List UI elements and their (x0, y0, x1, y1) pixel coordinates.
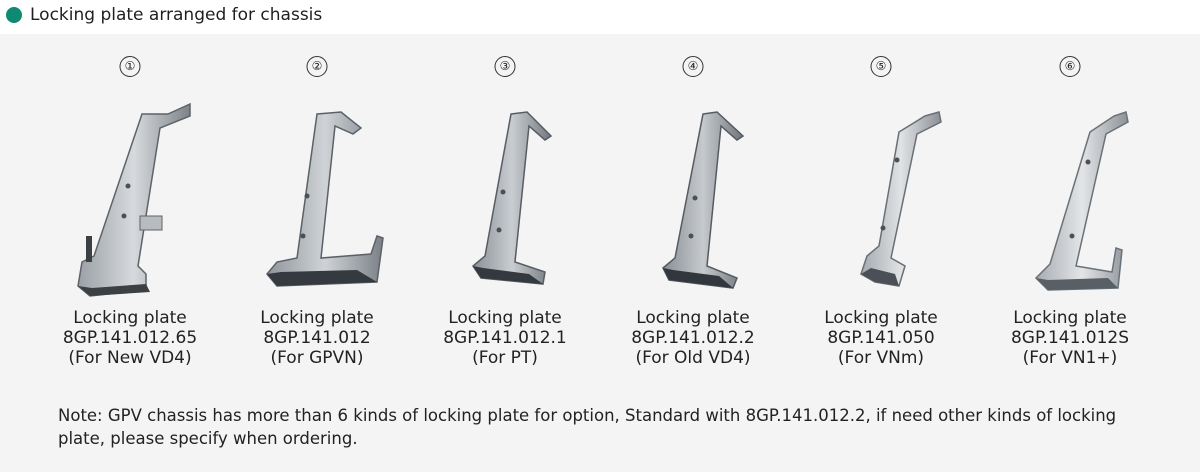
item-usage: (For VN1+) (1022, 348, 1118, 368)
item-caption: Locking plate 8GP.141.012 (For GPVN) (222, 308, 412, 368)
item-caption: Locking plate 8GP.141.050 (For VNm) (786, 308, 976, 368)
item-name: Locking plate (1013, 308, 1127, 328)
item-code: 8GP.141.012.1 (443, 328, 567, 348)
item-caption: Locking plate 8GP.141.012.1 (For PT) (410, 308, 600, 368)
item-name: Locking plate (260, 308, 374, 328)
locking-plate-icon (266, 111, 384, 287)
item-number: ② (306, 56, 328, 77)
item-usage: (For Old VD4) (635, 348, 751, 368)
product-panel: ① Locking plate 8GP.141.012.65 (For New … (0, 34, 1200, 472)
locking-plate-icon (860, 111, 942, 287)
section-header: Locking plate arranged for chassis (0, 0, 1200, 30)
item-number: ⑥ (1059, 56, 1081, 77)
item-code: 8GP.141.050 (827, 328, 935, 348)
product-item-6: ⑥ Locking plate 8GP.141.012S (For VN1+) (975, 52, 1165, 382)
item-caption: Locking plate 8GP.141.012S (For VN1+) (975, 308, 1165, 368)
product-item-4: ④ Locking plate 8GP.141.012.2 (For Old V… (598, 52, 788, 382)
item-usage: (For GPVN) (270, 348, 364, 368)
ordering-note: Note: GPV chassis has more than 6 kinds … (58, 406, 1117, 448)
item-code: 8GP.141.012.65 (62, 328, 198, 348)
locking-plate-icon (1034, 111, 1129, 291)
item-name: Locking plate (448, 308, 562, 328)
item-usage: (For New VD4) (68, 348, 192, 368)
item-name: Locking plate (636, 308, 750, 328)
item-name: Locking plate (824, 308, 938, 328)
item-number: ⑤ (870, 56, 892, 77)
item-name: Locking plate (73, 308, 187, 328)
item-usage: (For VNm) (837, 348, 925, 368)
item-number: ④ (682, 56, 704, 77)
locking-plate-icon (662, 111, 745, 289)
bullet-dot-icon (6, 7, 22, 23)
locking-plate-icon (472, 111, 553, 285)
item-code: 8GP.141.012.2 (631, 328, 755, 348)
item-code: 8GP.141.012 (263, 328, 371, 348)
product-item-1: ① Locking plate 8GP.141.012.65 (For New … (35, 52, 225, 382)
product-item-3: ③ Locking plate 8GP.141.012.1 (For PT) (410, 52, 600, 382)
item-code: 8GP.141.012S (1010, 328, 1130, 348)
locking-plate-icon (77, 102, 191, 297)
product-item-5: ⑤ Locking plate 8GP.141.050 (For VNm) (786, 52, 976, 382)
item-usage: (For PT) (472, 348, 538, 368)
section-title: Locking plate arranged for chassis (30, 5, 323, 25)
item-number: ① (119, 56, 141, 77)
item-caption: Locking plate 8GP.141.012.2 (For Old VD4… (598, 308, 788, 368)
item-caption: Locking plate 8GP.141.012.65 (For New VD… (35, 308, 225, 368)
product-item-2: ② Locking plate 8GP.141.012 (For GPVN) (222, 52, 412, 382)
item-number: ③ (494, 56, 516, 77)
